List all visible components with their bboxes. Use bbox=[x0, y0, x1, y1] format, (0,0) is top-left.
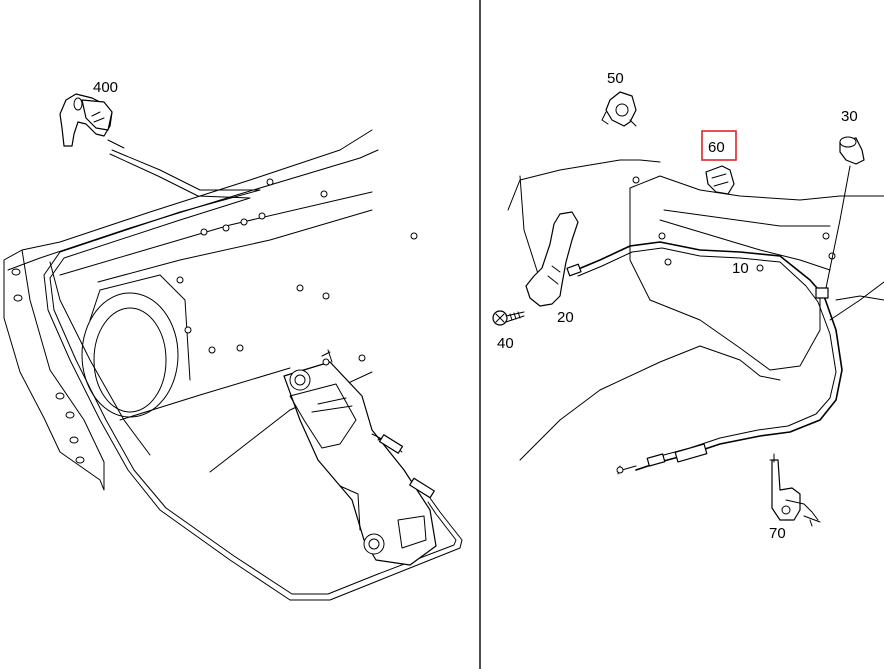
part-30-guide bbox=[825, 165, 851, 289]
label-30: 30 bbox=[841, 108, 858, 125]
part-10-cable-outer bbox=[577, 247, 837, 457]
label-40: 40 bbox=[497, 335, 514, 352]
headlamp-rim bbox=[89, 274, 191, 381]
part-40-screw bbox=[492, 310, 525, 326]
left-panel bbox=[3, 93, 463, 601]
part-30-grommet bbox=[839, 136, 865, 165]
right-frame-holes bbox=[632, 176, 836, 272]
release-cable-400 bbox=[43, 149, 463, 601]
label-60: 60 bbox=[708, 139, 725, 156]
part-20-lever bbox=[525, 211, 579, 307]
part-70-latch bbox=[769, 453, 821, 527]
label-20: 20 bbox=[557, 309, 574, 326]
right-body-outline bbox=[507, 159, 884, 461]
label-10: 10 bbox=[732, 260, 749, 277]
release-cable-400-outer bbox=[49, 153, 457, 595]
part-50-clip bbox=[601, 91, 637, 127]
headlamp-ring bbox=[93, 307, 167, 413]
part-10-cable-fittings bbox=[566, 263, 829, 475]
label-50: 50 bbox=[607, 70, 624, 87]
right-body-edge bbox=[663, 209, 884, 301]
headlamp-bowl bbox=[81, 292, 179, 418]
part-10-cable bbox=[575, 241, 843, 471]
hood-latch bbox=[283, 349, 437, 566]
frame-holes bbox=[11, 178, 418, 464]
part-400-release-handle bbox=[59, 93, 125, 149]
label-70: 70 bbox=[769, 525, 786, 542]
right-panel bbox=[492, 91, 884, 527]
highlight-box-60 bbox=[701, 130, 737, 161]
part-60-clip bbox=[705, 165, 735, 195]
label-400: 400 bbox=[93, 79, 118, 96]
